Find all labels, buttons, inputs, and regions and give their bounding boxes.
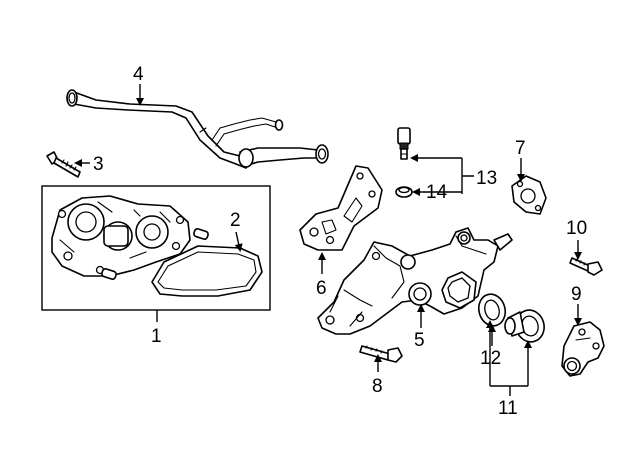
dowel-pin-b	[101, 268, 117, 280]
thermostat-housing	[317, 227, 513, 335]
bolt-3	[46, 151, 81, 178]
thermostat-seal	[477, 293, 507, 327]
callout-1: 1	[151, 326, 162, 347]
water-pump	[51, 195, 191, 277]
coolant-pipe	[66, 89, 329, 169]
bolt-8	[359, 345, 403, 363]
callout-2: 2	[230, 210, 241, 231]
callout-8: 8	[372, 376, 383, 397]
callout-9: 9	[571, 284, 582, 305]
pump-gasket	[151, 245, 263, 297]
callout-11: 11	[498, 398, 518, 419]
thermostat	[504, 309, 545, 343]
housing-gasket	[299, 165, 383, 251]
temperature-sensor	[397, 127, 411, 160]
callout-6: 6	[316, 278, 327, 299]
callout-5: 5	[414, 330, 425, 351]
callout-13: 13	[476, 168, 497, 189]
callout-12: 12	[480, 348, 501, 369]
leader-lines	[74, 84, 582, 396]
callout-3: 3	[93, 154, 104, 175]
assembly-box-1	[41, 185, 271, 311]
callout-10: 10	[566, 218, 587, 239]
dowel-pin-a	[193, 228, 209, 240]
sensor-washer	[395, 186, 413, 198]
bolt-10	[569, 257, 603, 276]
callout-4: 4	[133, 64, 144, 85]
water-outlet	[561, 321, 605, 377]
outlet-gasket	[511, 175, 547, 215]
callout-14: 14	[426, 182, 448, 203]
callout-7: 7	[515, 138, 526, 159]
